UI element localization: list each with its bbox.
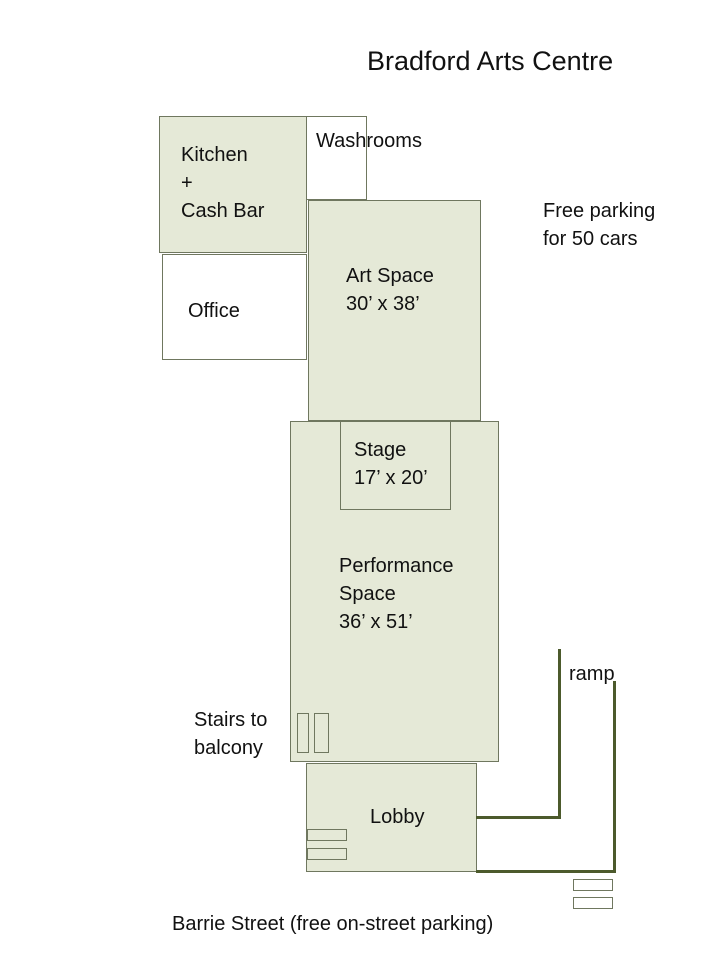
outside-step-1 (573, 879, 613, 891)
kitchen-label: Kitchen + Cash Bar (181, 144, 265, 222)
art-space-room: Art Space 30’ x 38’ (308, 200, 481, 421)
office-room: Office (162, 254, 307, 360)
lobby-step-2 (307, 848, 347, 860)
stage-room: Stage 17’ x 20’ (340, 421, 451, 510)
balcony-stair-1 (297, 713, 309, 753)
performance-space-label: Performance Space 36’ x 51’ (339, 555, 454, 633)
street-label: Barrie Street (free on-street parking) (172, 913, 494, 935)
kitchen-room: Kitchen + Cash Bar (159, 116, 307, 253)
lobby-step-1 (307, 829, 347, 841)
ramp-inner-wall-vertical (558, 649, 561, 819)
washrooms-room (306, 116, 367, 200)
ramp-label: ramp (569, 663, 615, 685)
washrooms-label: Washrooms (316, 130, 422, 152)
lobby-room: Lobby (306, 763, 477, 872)
balcony-stair-2 (314, 713, 329, 753)
page-title: Bradford Arts Centre (367, 46, 614, 76)
parking-label: Free parking for 50 cars (543, 200, 656, 250)
office-label: Office (188, 300, 240, 322)
ramp-outer-wall-vertical (613, 681, 616, 873)
stairs-label: Stairs to balcony (194, 709, 268, 759)
art-space-label: Art Space 30’ x 38’ (346, 265, 434, 315)
outside-step-2 (573, 897, 613, 909)
ramp-outer-wall-horizontal (476, 870, 616, 873)
stage-label: Stage 17’ x 20’ (354, 439, 428, 489)
lobby-label: Lobby (370, 806, 425, 828)
ramp-inner-wall-horizontal (476, 816, 561, 819)
